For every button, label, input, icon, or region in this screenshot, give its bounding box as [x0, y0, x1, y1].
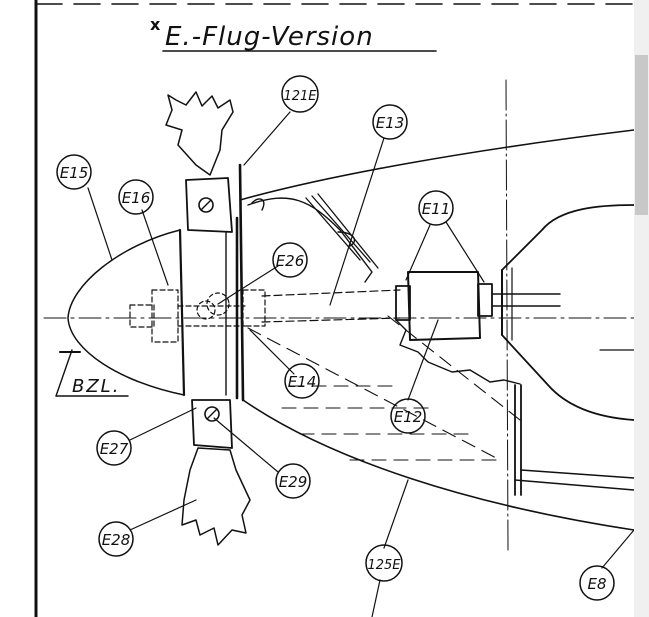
callout-e11: E11: [418, 190, 454, 226]
reference-line-marker: BZL.: [55, 349, 129, 397]
reference-line-label: BZL.: [72, 376, 120, 397]
callout-e27: E27: [96, 430, 132, 466]
sheet-frame: [34, 0, 634, 617]
callout-e27-label: E27: [100, 440, 129, 458]
title-marker: x: [150, 15, 161, 34]
leader-lines: [87, 111, 634, 617]
callout-e26: E26: [272, 242, 308, 278]
callout-e13-label: E13: [376, 114, 405, 132]
title-text: E.-Flug-Version: [165, 22, 374, 52]
callout-e14: E14: [284, 363, 320, 399]
spinner-bolt: [129, 289, 266, 343]
fuselage-outline: [239, 129, 634, 531]
technical-drawing: x E.-Flug-Version: [34, 0, 634, 617]
callout-121e: 121E: [281, 75, 319, 113]
vertical-scrollbar[interactable]: [634, 0, 649, 617]
callout-e28: E28: [98, 521, 134, 557]
motor-shaft: [261, 271, 561, 341]
callout-e16-label: E16: [122, 189, 151, 207]
callout-e28-label: E28: [102, 531, 131, 549]
callout-e29-label: E29: [279, 473, 308, 491]
propeller-upper-blade: [165, 91, 234, 233]
callout-e16: E16: [118, 179, 154, 215]
callout-125e-label: 125E: [367, 558, 401, 573]
callout-e15-label: E15: [60, 164, 89, 182]
callout-e26-label: E26: [276, 252, 305, 270]
callout-e8: E8: [579, 565, 615, 601]
callout-121e-label: 121E: [283, 89, 317, 104]
callout-e15: E15: [56, 154, 92, 190]
torn-section-edge: [395, 319, 521, 385]
callout-e11-label: E11: [422, 200, 451, 218]
scrollbar-thumb[interactable]: [635, 55, 648, 215]
callout-e12-label: E12: [394, 408, 423, 426]
callout-e29: E29: [275, 463, 311, 499]
callout-e8-label: E8: [587, 575, 606, 593]
propeller-lower-blade: [181, 399, 251, 546]
drawing-title: x E.-Flug-Version: [150, 15, 437, 52]
callout-e12: E12: [390, 398, 426, 434]
callout-e13: E13: [372, 104, 408, 140]
callout-e14-label: E14: [288, 373, 317, 391]
callout-125e: 125E: [365, 544, 403, 582]
motor-housing: [501, 79, 634, 551]
